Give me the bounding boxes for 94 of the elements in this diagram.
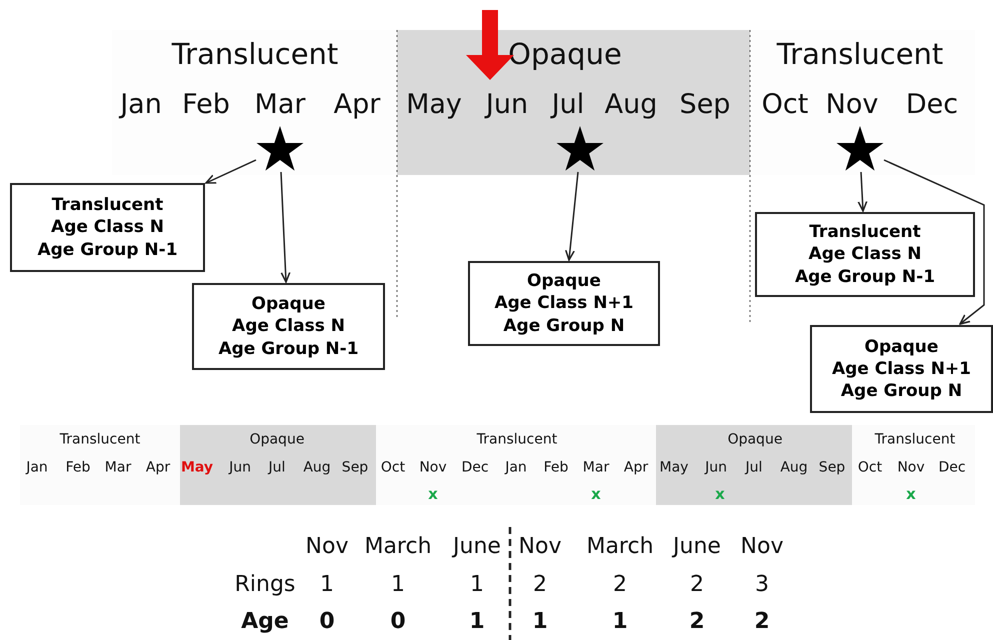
- band-heading: Translucent: [172, 39, 338, 71]
- month-label: Feb: [544, 460, 568, 476]
- band-heading: Opaque: [508, 39, 622, 71]
- label-box: [468, 261, 660, 346]
- box-text: Opaque: [864, 336, 938, 358]
- month-label: May: [180, 460, 214, 476]
- label-box: [10, 183, 205, 272]
- month-label: Oct: [380, 460, 406, 476]
- label-box: [192, 283, 385, 370]
- table-cell: 1: [470, 572, 484, 598]
- label-box: [755, 212, 975, 297]
- table-header-cell: June: [453, 534, 501, 560]
- month-label: Sep: [818, 460, 846, 476]
- table-cell: 2: [533, 572, 547, 598]
- label-box: [810, 325, 993, 413]
- table-cell: 1: [469, 610, 485, 634]
- month-label: Jun: [229, 460, 251, 476]
- month-label: Jul: [552, 90, 584, 120]
- month-label: Apr: [334, 90, 380, 120]
- mark: x: [715, 486, 725, 502]
- mark: x: [906, 486, 916, 502]
- month-label: Jun: [705, 460, 727, 476]
- star-marker: [556, 126, 604, 172]
- month-label: Mar: [582, 460, 610, 476]
- table-cell: 3: [755, 572, 769, 598]
- mark: x: [428, 486, 438, 502]
- month-label: Jul: [268, 460, 286, 476]
- star-marker: [256, 126, 304, 172]
- month-label: Sep: [342, 460, 368, 476]
- box-text: Age Group N-1: [794, 266, 936, 288]
- box-text: Age Class N: [51, 216, 164, 239]
- box-text: Age Group N-1: [218, 338, 359, 360]
- box-text: Age Group N-1: [37, 238, 178, 261]
- month-label: Nov: [826, 90, 878, 120]
- month-label: Nov: [897, 460, 925, 476]
- table-header-cell: March: [586, 534, 654, 560]
- box-text: Age Group N: [840, 380, 962, 402]
- table-cell: 0: [319, 610, 335, 634]
- band-heading: Translucent: [476, 432, 558, 448]
- table-header-cell: Nov: [518, 534, 562, 560]
- month-label: Dec: [938, 460, 966, 476]
- band-heading: Translucent: [776, 39, 944, 71]
- month-label: Apr: [146, 460, 170, 476]
- month-label: Apr: [624, 460, 648, 476]
- month-label: May: [406, 90, 462, 120]
- month-label: Aug: [604, 90, 658, 120]
- box-text: Translucent: [809, 221, 921, 244]
- table-cell: 1: [320, 572, 334, 598]
- table-header-cell: Nov: [740, 534, 784, 560]
- month-label: Mar: [104, 460, 132, 476]
- month-label: Mar: [254, 90, 306, 120]
- month-label: Jan: [26, 460, 48, 476]
- table-header-cell: March: [364, 534, 432, 560]
- table-cell: 2: [689, 610, 705, 634]
- row-header-cell: Rings: [234, 572, 296, 598]
- box-text: Age Class N+1: [832, 358, 971, 380]
- month-label: Aug: [780, 460, 808, 476]
- table-cell: 1: [612, 610, 628, 634]
- month-label: Aug: [303, 460, 331, 476]
- month-label: Oct: [858, 460, 882, 476]
- month-label: Jan: [120, 90, 162, 120]
- table-cell: 2: [690, 572, 704, 598]
- month-label: Sep: [680, 90, 730, 120]
- month-label: Dec: [906, 90, 958, 120]
- band-heading: Translucent: [874, 432, 956, 448]
- month-label: Jun: [486, 90, 528, 120]
- table-cell: 1: [532, 610, 548, 634]
- table-cell: 1: [391, 572, 405, 598]
- box-text: Age Group N: [503, 314, 625, 337]
- month-label: Jul: [746, 460, 762, 476]
- box-text: Age Class N+1: [494, 292, 634, 315]
- row-header-cell: Age: [241, 610, 289, 634]
- box-text: Opaque: [252, 293, 326, 316]
- star-marker: [836, 126, 884, 172]
- table-header-cell: June: [673, 534, 721, 560]
- month-label: Feb: [66, 460, 90, 476]
- table-cell: 2: [613, 572, 627, 598]
- band-heading: Opaque: [250, 432, 304, 448]
- band-heading: Translucent: [60, 432, 140, 448]
- band-heading: Opaque: [728, 432, 782, 448]
- table-header-cell: Nov: [306, 534, 348, 560]
- box-text: Age Class N: [808, 243, 922, 266]
- table-cell: 2: [754, 610, 770, 634]
- table-cell: 0: [390, 610, 406, 634]
- month-label: May: [660, 460, 688, 476]
- month-label: Oct: [762, 90, 808, 120]
- box-text: Translucent: [52, 194, 164, 216]
- mark: x: [591, 486, 601, 502]
- box-text: Age Class N: [232, 315, 345, 338]
- month-label: Feb: [182, 90, 230, 120]
- month-label: Nov: [419, 460, 447, 476]
- month-label: Jan: [505, 460, 527, 476]
- box-text: Opaque: [527, 270, 601, 292]
- month-label: Dec: [461, 460, 489, 476]
